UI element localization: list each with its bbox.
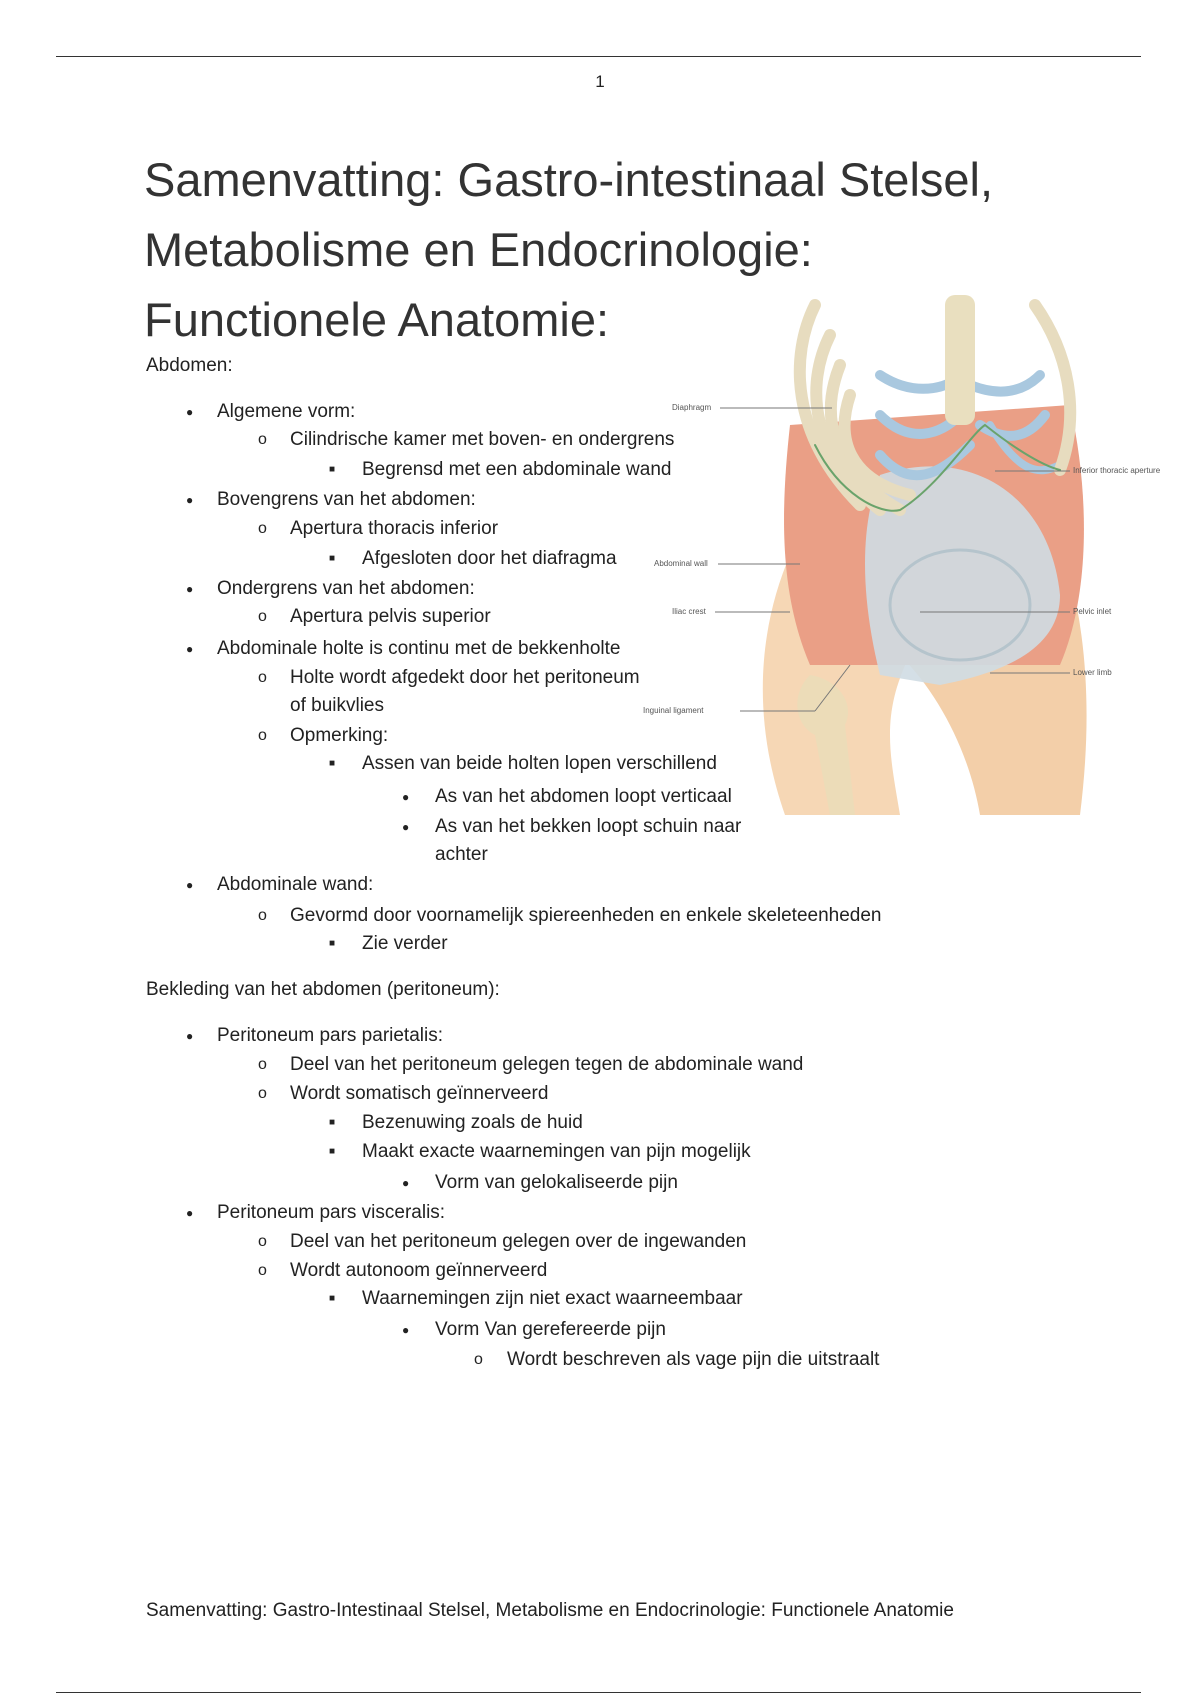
section-heading: Bekleding van het abdomen (peritoneum):	[146, 979, 500, 1000]
list-item: Holte wordt afgedekt door het peritoneum	[290, 667, 640, 688]
bullet-icon: ●	[402, 790, 410, 804]
list-item: Apertura pelvis superior	[290, 606, 491, 627]
list-item: Ondergrens van het abdomen:	[217, 578, 475, 599]
bullet-icon: ■	[329, 464, 336, 475]
bullet-icon: o	[258, 669, 267, 686]
list-item: Bezenuwing zoals de huid	[362, 1112, 583, 1133]
list-item: Deel van het peritoneum gelegen tegen de…	[290, 1054, 804, 1075]
list-item: of buikvlies	[290, 695, 384, 716]
bullet-icon: ●	[186, 642, 194, 656]
anatomy-figure: Diaphragm Inferior thoracic aperture Abd…	[640, 295, 1200, 820]
list-item: Begrensd met een abdominale wand	[362, 459, 672, 480]
bullet-icon: ■	[329, 553, 336, 564]
list-item: Afgesloten door het diafragma	[362, 548, 617, 569]
bullet-icon: ●	[186, 493, 194, 507]
list-item: As van het bekken loopt schuin naar	[435, 816, 742, 837]
list-item: Algemene vorm:	[217, 401, 356, 422]
bullet-icon: o	[258, 1233, 267, 1250]
label-iliac-crest: Iliac crest	[672, 607, 706, 616]
bullet-icon: o	[258, 520, 267, 537]
footer-rule	[56, 1692, 1141, 1693]
page-title-line-1: Samenvatting: Gastro-intestinaal Stelsel…	[144, 153, 994, 206]
list-item: Wordt autonoom geïnnerveerd	[290, 1260, 548, 1281]
bullet-icon: ●	[402, 1323, 410, 1337]
list-item: Abdominale wand:	[217, 874, 374, 895]
bullet-icon: ●	[186, 582, 194, 596]
bullet-icon: o	[258, 1262, 267, 1279]
label-abdominal-wall: Abdominal wall	[654, 559, 708, 568]
bullet-icon: o	[258, 1056, 267, 1073]
bullet-icon: ●	[186, 878, 194, 892]
page-title-line-3: Functionele Anatomie:	[144, 293, 610, 346]
list-item: Peritoneum pars visceralis:	[217, 1202, 446, 1223]
list-item: Vorm van gelokaliseerde pijn	[435, 1172, 678, 1193]
list-item: Assen van beide holten lopen verschillen…	[362, 753, 717, 774]
label-inguinal-ligament: Inguinal ligament	[643, 706, 704, 715]
header-rule	[56, 56, 1141, 57]
list-item: achter	[435, 844, 488, 865]
bullet-icon: ●	[186, 405, 194, 419]
bullet-icon: o	[258, 431, 267, 448]
bullet-icon: ■	[329, 758, 336, 769]
list-item: Wordt somatisch geïnnerveerd	[290, 1083, 549, 1104]
label-pelvic-inlet: Pelvic inlet	[1073, 607, 1112, 616]
page-number: 1	[595, 72, 605, 91]
bullet-icon: ■	[329, 1293, 336, 1304]
list-item: Deel van het peritoneum gelegen over de …	[290, 1231, 747, 1252]
bullet-icon: ■	[329, 938, 336, 949]
abdomen-illustration	[715, 295, 1087, 815]
label-lower-limb: Lower limb	[1073, 668, 1112, 677]
list-item: Apertura thoracis inferior	[290, 518, 499, 539]
list-item: As van het abdomen loopt verticaal	[435, 786, 732, 807]
list-item: Waarnemingen zijn niet exact waarneembaa…	[362, 1288, 743, 1309]
list-item: Zie verder	[362, 933, 448, 954]
list-item: Cilindrische kamer met boven- en ondergr…	[290, 429, 675, 450]
bullet-icon: ●	[186, 1029, 194, 1043]
bullet-icon: ●	[402, 820, 410, 834]
page-footer: Samenvatting: Gastro-Intestinaal Stelsel…	[146, 1600, 954, 1621]
bullet-icon: ■	[329, 1117, 336, 1128]
list-item: Bovengrens van het abdomen:	[217, 489, 476, 510]
list-item: Gevormd door voornamelijk spiereenheden …	[290, 905, 882, 926]
bullet-icon: ■	[329, 1146, 336, 1157]
list-item: Abdominale holte is continu met de bekke…	[217, 638, 621, 659]
label-diaphragm: Diaphragm	[672, 403, 712, 412]
bullet-icon: o	[258, 727, 267, 744]
page-title-line-2: Metabolisme en Endocrinologie:	[144, 223, 813, 276]
list-item: Wordt beschreven als vage pijn die uitst…	[507, 1349, 880, 1370]
bullet-icon: o	[474, 1351, 483, 1368]
list-item: Opmerking:	[290, 725, 389, 746]
list-item: Peritoneum pars parietalis:	[217, 1025, 443, 1046]
section-heading: Abdomen:	[146, 355, 233, 376]
list-item: Vorm Van gerefereerde pijn	[435, 1319, 666, 1340]
bullet-icon: ●	[402, 1176, 410, 1190]
bullet-icon: ●	[186, 1206, 194, 1220]
bullet-icon: o	[258, 1085, 267, 1102]
list-item: Maakt exacte waarnemingen van pijn mogel…	[362, 1141, 751, 1162]
label-inferior-thoracic-aperture: Inferior thoracic aperture	[1073, 466, 1161, 475]
bullet-icon: o	[258, 608, 267, 625]
bullet-icon: o	[258, 907, 267, 924]
